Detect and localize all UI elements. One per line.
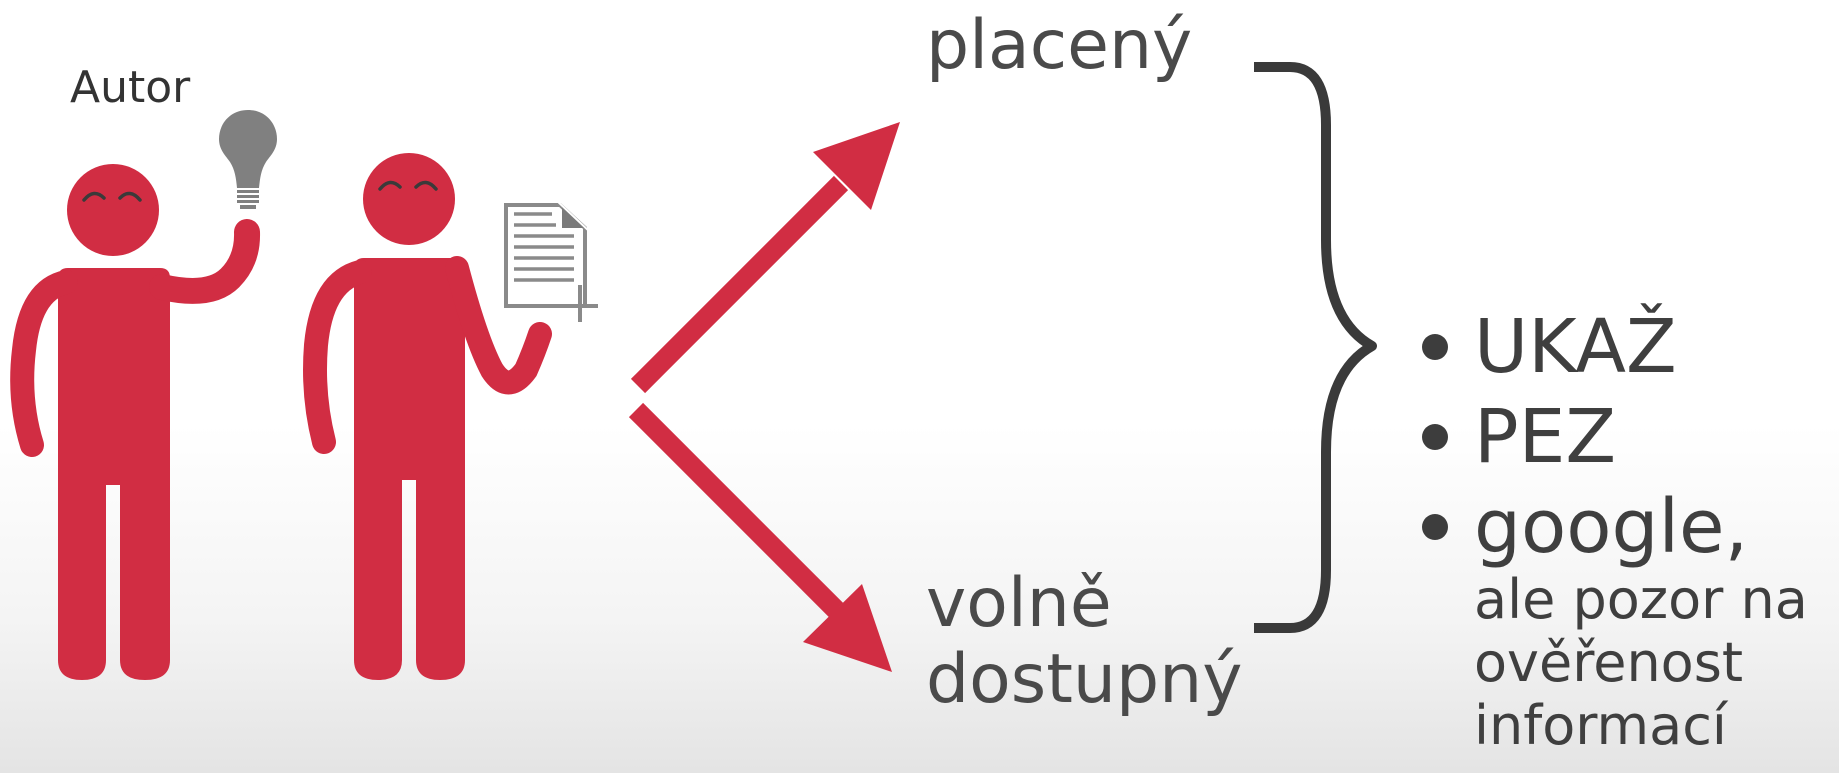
author-right-arm	[149, 219, 261, 304]
free-label-line-2: dostupný	[926, 640, 1243, 719]
arrow-icon-up	[630, 122, 900, 394]
list-item: UKAŽ	[1410, 302, 1808, 392]
author-eyes	[82, 191, 142, 202]
reader-head	[363, 153, 455, 245]
list-item: PEZ	[1410, 392, 1808, 482]
note-line: ale pozor na	[1474, 568, 1808, 631]
author-left-arm	[10, 270, 78, 457]
curly-brace-icon	[1254, 62, 1377, 633]
list-item-row: google,	[1422, 482, 1808, 572]
reader-left-arm	[303, 260, 372, 454]
reader-eyes	[378, 180, 438, 191]
author-body	[58, 268, 170, 680]
plus-icon	[562, 285, 598, 322]
author-label: Autor	[70, 62, 191, 113]
reader-right-arm	[445, 256, 552, 395]
list-item-label: PEZ	[1474, 394, 1617, 480]
list-item-label: UKAŽ	[1474, 304, 1677, 390]
note-line: informací	[1474, 694, 1727, 757]
list-item: google, ale pozor na ověřenost informací	[1410, 482, 1808, 761]
document-icon	[504, 199, 591, 308]
list-item-label: google,	[1474, 484, 1749, 570]
paid-label: placený	[926, 6, 1193, 85]
list-item-row: PEZ	[1422, 392, 1808, 482]
author-head	[67, 164, 159, 256]
light-bulb-icon	[219, 110, 277, 209]
reader-figure	[303, 153, 552, 680]
bullet-icon	[1422, 424, 1448, 450]
free-label-line-1: volně	[926, 564, 1112, 643]
bullet-icon	[1422, 514, 1448, 540]
reader-body	[354, 258, 465, 680]
list-item-row: UKAŽ	[1422, 302, 1808, 392]
arrow-icon-down	[628, 402, 892, 672]
free-label: volně dostupný	[926, 566, 1242, 718]
author-figure	[10, 164, 261, 680]
source-list: UKAŽ PEZ google, ale pozor na ověřenost …	[1410, 302, 1808, 761]
note-line: ověřenost	[1474, 631, 1744, 694]
bullet-icon	[1422, 334, 1448, 360]
